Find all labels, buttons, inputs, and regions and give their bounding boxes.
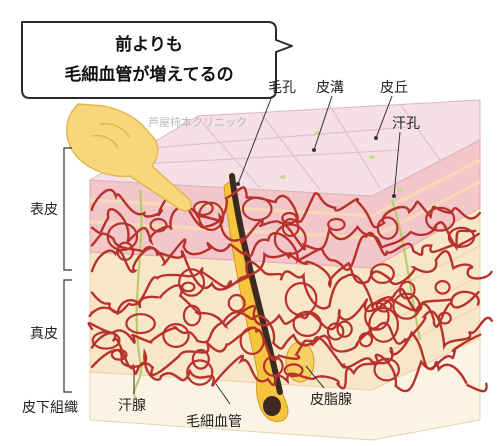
capillary-loop (116, 241, 135, 261)
capillary-loop (149, 217, 168, 233)
capillary-loop (125, 313, 156, 335)
sweat-glands (132, 189, 422, 399)
capillary-loop (281, 211, 298, 225)
label-crista: 皮丘 (380, 80, 408, 96)
capillary-strand (90, 246, 493, 291)
capillary-loop (162, 323, 190, 349)
layer-brackets (63, 147, 72, 393)
capillary-loop (181, 281, 196, 293)
callout-line-1: 前よりも (115, 34, 183, 55)
surface-pores (280, 131, 403, 192)
capillary-loop (336, 320, 353, 338)
capillary-loop (369, 263, 395, 285)
leader-lines (133, 95, 401, 405)
label-subcutis: 皮下組織 (22, 400, 78, 416)
label-sweat-gland: 汗腺 (118, 398, 146, 414)
capillary-strand (90, 186, 481, 229)
label-pore: 毛孔 (268, 80, 296, 96)
capillary-loop (283, 363, 304, 378)
leader-dots (236, 136, 396, 198)
sebaceous-gland (285, 341, 315, 383)
capillary-loop (241, 196, 273, 222)
capillary-loop (273, 223, 307, 255)
label-capillary: 毛細血管 (186, 414, 242, 430)
capillary-loop (284, 282, 318, 317)
capillary-loop (398, 280, 416, 300)
capillary-loop (262, 355, 284, 377)
capillary-strand (90, 205, 477, 252)
capillary-loop (91, 330, 121, 350)
capillary-loop (191, 348, 210, 370)
capillary-loop (227, 293, 246, 313)
capillary-loop (437, 311, 452, 325)
capillary-strand (87, 310, 493, 353)
capillary-loop (373, 357, 400, 382)
label-sweat-pore: 汗孔 (392, 116, 420, 132)
capillary-strand (90, 231, 480, 271)
capillary-loop (376, 216, 399, 240)
callout-bubble: 前よりも 毛細血管が増えてるの (21, 21, 293, 99)
capillary-loop (434, 279, 451, 295)
label-dermis: 真皮 (30, 326, 58, 342)
skin-surface (88, 99, 481, 197)
capillary-loop (239, 326, 265, 355)
capillary-loop (178, 268, 206, 297)
capillary-loop (182, 304, 202, 327)
capillary-loop (110, 348, 128, 361)
capillary-loop (197, 201, 225, 231)
capillary-loop (326, 322, 345, 341)
capillary-loop (375, 299, 393, 313)
capillary-loop (358, 332, 374, 348)
capillary-network (87, 186, 493, 393)
capillary-loop (106, 222, 139, 252)
label-sebaceous-gland: 皮脂腺 (310, 392, 352, 408)
pointing-hand-icon (66, 103, 192, 212)
surface-grooves (119, 103, 441, 191)
capillary-loop (292, 310, 322, 338)
capillary-loop (425, 206, 456, 232)
watermark-text: 芦屋柿本クリニック (148, 115, 247, 129)
callout-line-2: 毛細血管が増えてるの (64, 64, 233, 85)
label-sulcus: 皮溝 (316, 80, 344, 96)
capillary-loop (447, 226, 475, 248)
capillary-loop (327, 217, 346, 232)
capillary-loop (392, 292, 421, 320)
capillary-loop (192, 200, 214, 216)
capillary-strand (90, 348, 488, 393)
capillary-loop (186, 359, 214, 386)
label-epidermis: 表皮 (30, 202, 58, 218)
capillary-loop (281, 218, 300, 238)
